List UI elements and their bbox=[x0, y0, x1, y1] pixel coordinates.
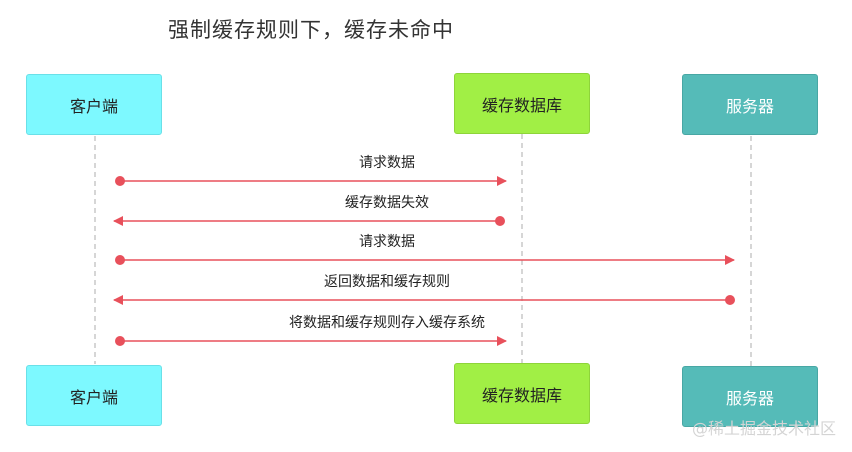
message-label: 缓存数据失效 bbox=[345, 195, 429, 211]
participant-label: 缓存数据库 bbox=[481, 95, 562, 115]
arrow-origin-dot bbox=[495, 216, 505, 226]
arrow-origin-dot bbox=[115, 336, 125, 346]
message-label: 返回数据和缓存规则 bbox=[324, 274, 450, 290]
arrow-origin-dot bbox=[115, 255, 125, 265]
diagram-title: 强制缓存规则下，缓存未命中 bbox=[168, 18, 454, 42]
participant-server-bottom: 服务器 bbox=[682, 366, 818, 427]
arrow-origin-dot bbox=[115, 176, 125, 186]
participant-label: 缓存数据库 bbox=[481, 385, 562, 405]
message-label: 请求数据 bbox=[359, 234, 415, 250]
message-arrows bbox=[113, 176, 735, 346]
participant-label: 客户端 bbox=[69, 96, 118, 116]
arrow-origin-dot bbox=[725, 295, 735, 305]
participant-label: 客户端 bbox=[69, 387, 118, 407]
lifelines bbox=[94, 134, 752, 366]
participant-client-bottom: 客户端 bbox=[26, 365, 162, 426]
participant-label: 服务器 bbox=[725, 388, 774, 408]
participant-label: 服务器 bbox=[725, 96, 774, 116]
message-label: 将数据和缓存规则存入缓存系统 bbox=[289, 315, 485, 331]
participant-cache-top: 缓存数据库 bbox=[454, 73, 590, 134]
participant-cache-bottom: 缓存数据库 bbox=[454, 363, 590, 424]
participant-client-top: 客户端 bbox=[26, 74, 162, 135]
watermark: @稀土掘金技术社区 bbox=[691, 419, 836, 438]
message-label: 请求数据 bbox=[359, 155, 415, 171]
participant-server-top: 服务器 bbox=[682, 74, 818, 135]
